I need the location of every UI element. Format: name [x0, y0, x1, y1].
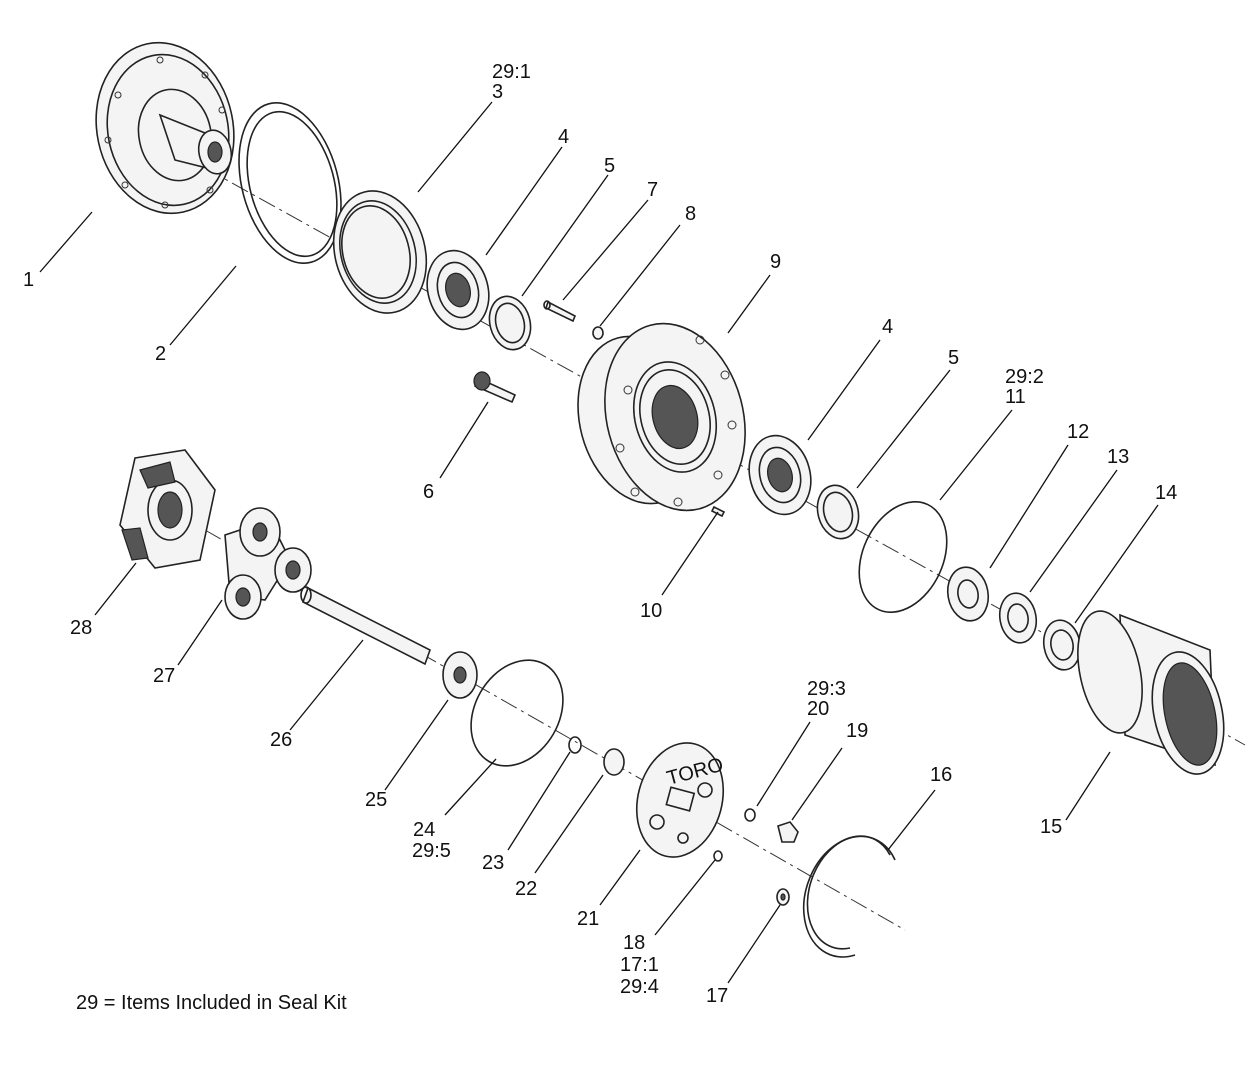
part-20-o-ring-small	[744, 808, 756, 822]
part-12-washer	[946, 566, 990, 622]
callout-24: 24	[413, 819, 435, 841]
callout-5-lower: 5	[948, 347, 959, 369]
callout-5-upper: 5	[604, 155, 615, 177]
part-1-spindle-flange	[95, 41, 235, 215]
callout-29-1: 29:1	[492, 61, 531, 83]
callout-22: 22	[515, 878, 537, 900]
callout-15: 15	[1040, 816, 1062, 838]
part-9-wheel-hub	[577, 322, 746, 512]
callout-20: 20	[807, 698, 829, 720]
part-21-cover: TORO	[635, 742, 726, 858]
part-5-bearing-cup-lower	[816, 484, 860, 540]
part-24-o-ring	[470, 659, 564, 767]
part-17-plug-small	[776, 888, 790, 906]
callout-2: 2	[155, 343, 166, 365]
part-19-plug	[777, 821, 799, 843]
callout-7: 7	[647, 179, 658, 201]
callout-8: 8	[685, 203, 696, 225]
callout-29-3: 29:3	[807, 678, 846, 700]
part-23-retaining-ring	[568, 736, 582, 754]
callout-29-2: 29:2	[1005, 366, 1044, 388]
callout-17-1: 17:1	[620, 954, 659, 976]
part-15-ring-gear	[1077, 610, 1225, 775]
callout-26: 26	[270, 729, 292, 751]
callout-13: 13	[1107, 446, 1129, 468]
part-8-nut	[592, 326, 604, 340]
callout-28: 28	[70, 617, 92, 639]
callout-4-upper: 4	[558, 126, 569, 148]
part-26-drive-shaft	[300, 586, 431, 666]
part-4-bearing-lower	[748, 434, 812, 516]
callout-11: 11	[1005, 386, 1026, 408]
part-5-bearing-cup-upper	[488, 295, 532, 351]
part-13-lock-washer	[998, 592, 1038, 644]
part-14-spanner-nut	[1042, 619, 1082, 671]
callout-27: 27	[153, 665, 175, 687]
part-18-o-ring-tiny	[713, 850, 723, 862]
part-11-o-ring	[858, 500, 948, 614]
seal-kit-legend-note: 29 = Items Included in Seal Kit	[76, 992, 347, 1014]
callout-10: 10	[640, 600, 662, 622]
callout-29-5: 29:5	[412, 840, 451, 862]
callout-6: 6	[423, 481, 434, 503]
callout-19: 19	[846, 720, 868, 742]
callout-9: 9	[770, 251, 781, 273]
callout-21: 21	[577, 908, 599, 930]
callout-29-4: 29:4	[620, 976, 659, 998]
part-28-planet-carrier	[119, 449, 216, 569]
part-7-pin	[543, 300, 577, 323]
leader-lines	[39, 101, 1159, 984]
callout-18: 18	[623, 932, 645, 954]
part-2-o-ring-large	[238, 102, 342, 264]
part-10-dowel-pin	[710, 505, 726, 518]
callout-17: 17	[706, 985, 728, 1007]
callout-25: 25	[365, 789, 387, 811]
callout-12: 12	[1067, 421, 1089, 443]
part-22-thrust-washer	[603, 748, 625, 776]
callout-1: 1	[23, 269, 34, 291]
part-6-wheel-stud	[473, 371, 517, 404]
callout-23: 23	[482, 852, 504, 874]
part-4-bearing-upper	[426, 249, 490, 331]
part-25-sun-gear	[442, 651, 478, 699]
callout-14: 14	[1155, 482, 1177, 504]
callout-3: 3	[492, 81, 503, 103]
callout-labels: 1 2 29:1 3 4 5 7 8 9 6 4 5 29:2 11 12 13…	[23, 61, 1177, 1007]
part-27-planetary-gear-set	[224, 507, 312, 620]
part-16-snap-ring	[802, 835, 896, 958]
callout-4-lower: 4	[882, 316, 893, 338]
part-3-seal	[332, 190, 428, 314]
callout-16: 16	[930, 764, 952, 786]
